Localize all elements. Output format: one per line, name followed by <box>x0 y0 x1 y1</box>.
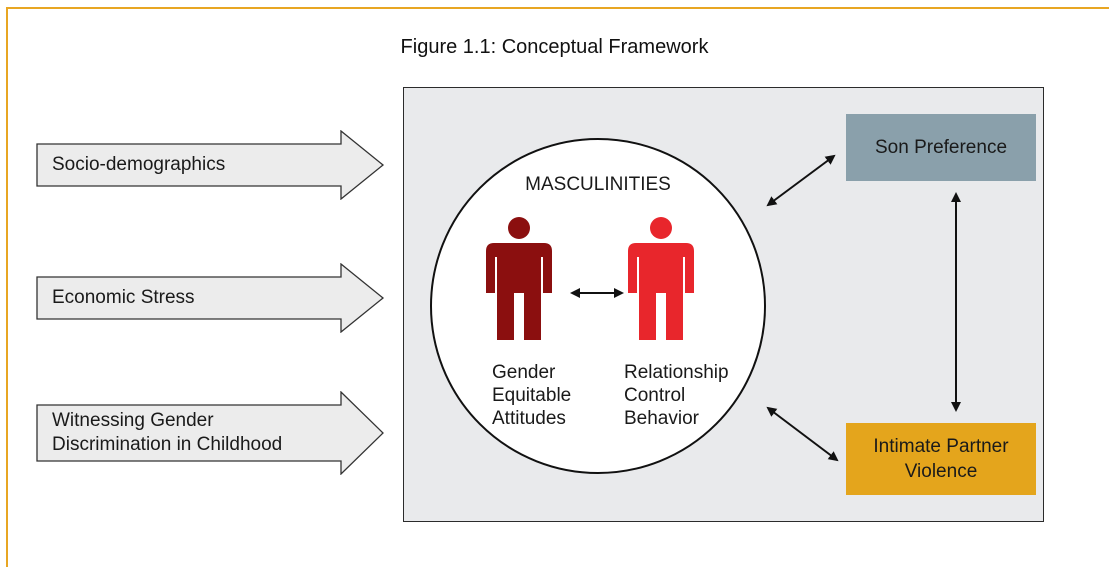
relationship-control-behavior-label: Relationship Control Behavior <box>624 362 729 429</box>
person-icon-dark-red <box>486 217 552 340</box>
masculinities-title: MASCULINITIES <box>525 174 671 195</box>
input-label: Socio-demographics <box>52 154 226 175</box>
masculinities-circle <box>430 138 766 474</box>
block-arrow-icon <box>36 263 385 333</box>
figure-title: Figure 1.1: Conceptual Framework <box>400 36 709 58</box>
input-label: Economic Stress <box>52 287 195 308</box>
block-arrow-icon <box>36 391 384 475</box>
son-preference-box: Son Preference <box>846 114 1036 181</box>
gender-equitable-attitudes-label: Gender Equitable Attitudes <box>492 362 572 429</box>
figure-frame <box>6 7 1109 567</box>
block-arrow-icon <box>36 130 385 200</box>
input-arrow-economic-stress: Economic Stress <box>36 263 386 333</box>
input-arrow-witnessing-discrimination: Witnessing Gender Discrimination in Chil… <box>36 391 386 475</box>
person-icon-red <box>628 217 694 340</box>
input-arrow-socio-demographics: Socio-demographics <box>36 130 386 200</box>
input-label: Witnessing Gender Discrimination in Chil… <box>52 410 283 455</box>
intimate-partner-violence-box: Intimate Partner Violence <box>846 423 1036 495</box>
